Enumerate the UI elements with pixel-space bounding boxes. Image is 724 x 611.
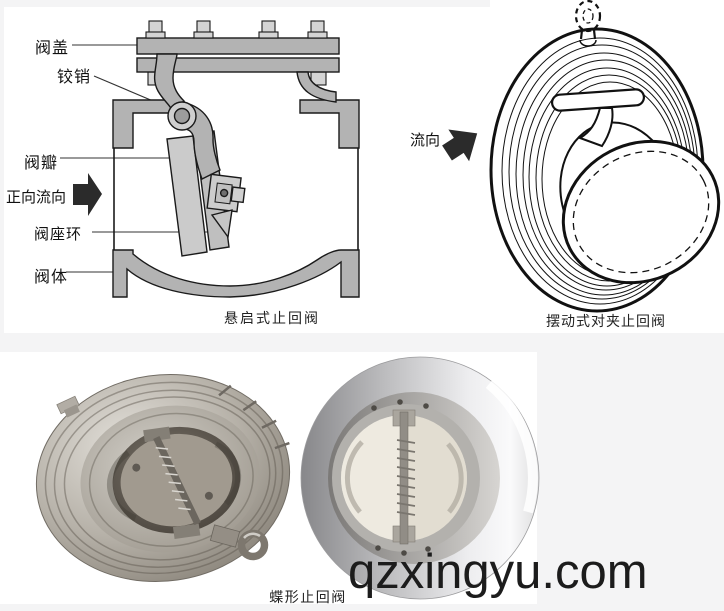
left-flange-shape bbox=[112, 99, 173, 149]
watermark-text: qzxingyu.com bbox=[348, 545, 648, 599]
label-bonnet: 阀盖 bbox=[35, 40, 70, 57]
caption-swing-check-valve: 悬启式止回阀 bbox=[224, 310, 320, 326]
valve-disc-shape bbox=[166, 135, 208, 257]
center-pin bbox=[153, 436, 201, 526]
left-plate bbox=[341, 415, 404, 541]
label-forward-flow: 正向流向 bbox=[6, 189, 67, 206]
swing-check-valve-cutaway bbox=[60, 20, 360, 298]
disc-nut-bracket bbox=[206, 173, 246, 213]
label-flow: 流向 bbox=[410, 132, 441, 149]
body-pin-holes bbox=[371, 399, 431, 556]
spring-coil bbox=[155, 446, 191, 511]
hinge-pin-center bbox=[173, 107, 191, 125]
rim-markings bbox=[218, 384, 290, 450]
dual-plate-valve-photo-right bbox=[300, 356, 540, 600]
right-plate bbox=[404, 415, 467, 541]
bonnet-shape bbox=[136, 37, 340, 55]
lifting-eye bbox=[574, 0, 602, 47]
spring-coil bbox=[396, 439, 416, 516]
valve-body-shape bbox=[112, 249, 360, 298]
dual-plate-check-valve-photos bbox=[35, 356, 540, 600]
top-flange-shape bbox=[136, 57, 340, 73]
hinge-pin-bar bbox=[550, 88, 646, 112]
check-valve-diagrams bbox=[60, 0, 721, 313]
wafer-valve-disc bbox=[561, 139, 721, 285]
hinge-block-bottom bbox=[172, 523, 201, 539]
label-hinge-pin: 铰销 bbox=[57, 69, 92, 86]
disc-wedge-shape bbox=[210, 209, 233, 239]
hinge-block-top bbox=[143, 426, 171, 443]
hinge-lug bbox=[577, 107, 614, 148]
hinge-support-shape bbox=[153, 53, 186, 112]
rim-highlight bbox=[485, 380, 538, 514]
eye-bolt bbox=[209, 524, 269, 561]
caption-wafer-swing-check-valve: 摆动式对夹止回阀 bbox=[546, 313, 666, 329]
flow-arrow-icon bbox=[442, 129, 478, 162]
right-flange-shape bbox=[299, 99, 360, 149]
wafer-check-valve-drawing bbox=[442, 0, 721, 313]
label-body: 阀体 bbox=[34, 269, 69, 286]
forward-flow-arrow-icon bbox=[73, 173, 102, 216]
label-seat-ring: 阀座环 bbox=[34, 226, 83, 243]
right-arm-shape bbox=[296, 71, 337, 103]
label-disc: 阀瓣 bbox=[24, 155, 59, 172]
lifting-lug bbox=[56, 395, 80, 418]
dual-plate-valve-photo-left bbox=[35, 373, 291, 583]
caption-dual-plate-check-valve: 蝶形止回阀 bbox=[269, 589, 347, 605]
